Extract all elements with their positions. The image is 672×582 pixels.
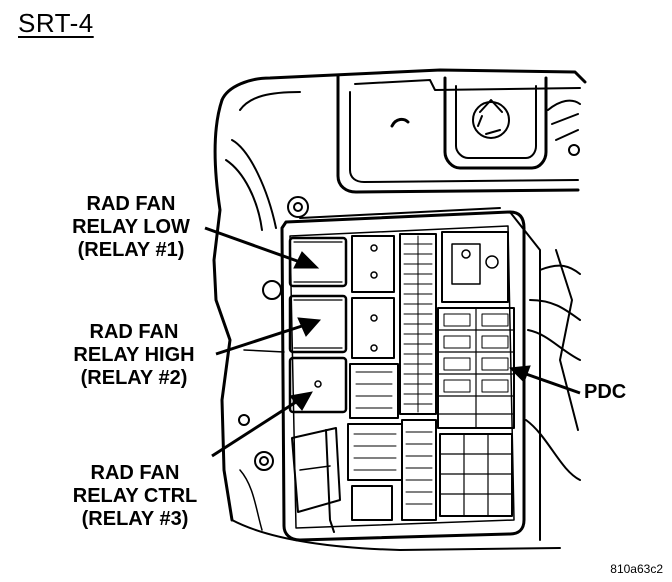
relay-1-leader (204, 226, 301, 264)
relay-3-arrowhead (289, 391, 313, 411)
relay-2-label-line-1: RAD FAN (89, 321, 179, 343)
relay-2-arrowhead (297, 317, 322, 337)
wiring-harness (525, 264, 581, 481)
relay-2-leader (215, 324, 303, 356)
relay-1-label-line-1: RAD FAN (86, 193, 176, 215)
relay-2-label: RAD FAN RELAY HIGH (RELAY #2) (50, 321, 218, 390)
module-box (443, 76, 548, 170)
relay-3-leader (211, 400, 297, 458)
air-box (336, 74, 580, 194)
figure-id: 810a63c2 (610, 562, 663, 576)
pdc-label: PDC (584, 381, 627, 403)
relay-3 (288, 356, 348, 414)
relay-3-label-line-3: (RELAY #3) (81, 508, 189, 530)
relay-1 (288, 236, 348, 288)
diagram-title: SRT-4 (18, 8, 94, 38)
relay-1-label: RAD FAN RELAY LOW (RELAY #1) (56, 193, 206, 262)
relay-2-label-line-3: (RELAY #2) (80, 367, 188, 389)
pdc-housing (280, 210, 526, 542)
relay-3-label-line-1: RAD FAN (90, 462, 180, 484)
relay-1-arrowhead (293, 251, 320, 269)
pdc-arrowhead (508, 365, 531, 383)
relay-2 (288, 294, 348, 354)
relay-3-label: RAD FAN RELAY CTRL (RELAY #3) (52, 462, 218, 531)
relay-2-label-line-2: RELAY HIGH (73, 344, 195, 366)
component-outline (220, 68, 587, 102)
pdc-leader (525, 372, 581, 395)
relay-1-label-line-3: (RELAY #1) (77, 239, 185, 261)
relay-3-label-line-2: RELAY CTRL (72, 485, 198, 507)
relay-1-label-line-2: RELAY LOW (72, 216, 190, 238)
